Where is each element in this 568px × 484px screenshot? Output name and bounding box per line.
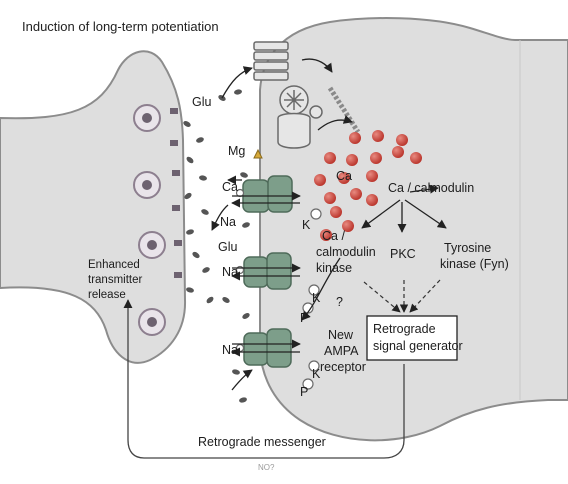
- label-new-ampa-line1: New: [328, 328, 354, 342]
- label-p-2: P: [300, 385, 308, 399]
- label-tyrosine-line1: Tyrosine: [444, 241, 491, 255]
- label-ca-left: Ca: [222, 180, 238, 194]
- diagram-title: Induction of long-term potentiation: [22, 19, 219, 34]
- label-retrograde-messenger: Retrograde messenger: [198, 435, 326, 449]
- label-tyrosine-line2: kinase (Fyn): [440, 257, 509, 271]
- label-p-1: P: [300, 311, 308, 325]
- label-na-2: Na: [222, 265, 238, 279]
- label-cam-kinase-line1: Ca /: [322, 229, 345, 243]
- label-retrograde-box-line1: Retrograde: [373, 322, 436, 336]
- label-k-1: K: [302, 218, 311, 232]
- label-na-3: Na: [222, 343, 238, 357]
- nmda-receptor: [243, 176, 292, 212]
- label-ca-calmodulin: Ca / calmodulin: [388, 181, 474, 195]
- label-glu-top: Glu: [192, 95, 212, 109]
- label-retrograde-box-line2: signal generator: [373, 339, 463, 353]
- label-no: NO?: [258, 463, 275, 472]
- label-cam-kinase-line2: calmodulin: [316, 245, 376, 259]
- label-new-ampa-line3: receptor: [320, 360, 366, 374]
- label-k-2: K: [312, 291, 321, 305]
- label-enhanced-line1: Enhanced: [88, 259, 140, 271]
- label-pkc: PKC: [390, 247, 416, 261]
- label-enhanced-line2: transmitter: [88, 274, 142, 286]
- label-ca-inside: Ca: [336, 169, 352, 183]
- label-question: ?: [336, 295, 343, 309]
- label-na-1: Na: [220, 215, 236, 229]
- label-cam-kinase-line3: kinase: [316, 261, 352, 275]
- label-new-ampa-line2: AMPA: [324, 344, 359, 358]
- ampa-receptor: [244, 253, 291, 289]
- label-glu-mid: Glu: [218, 240, 238, 254]
- label-k-3: K: [312, 367, 321, 381]
- label-mg: Mg: [228, 144, 245, 158]
- glutamate-molecules: [182, 89, 250, 404]
- label-enhanced-line3: release: [88, 289, 126, 301]
- new-ampa-receptor: [244, 329, 291, 367]
